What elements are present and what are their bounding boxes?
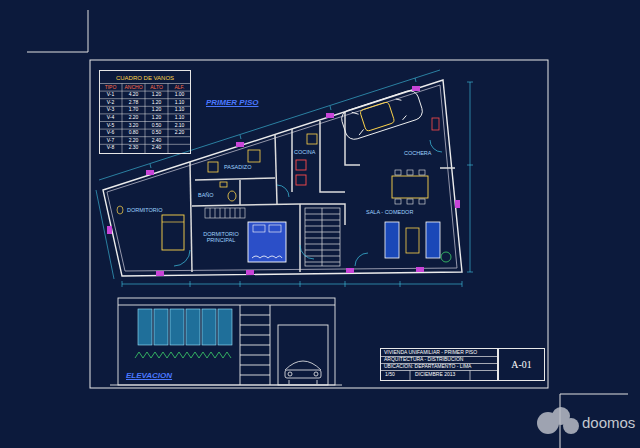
table-cell: 1.10: [168, 115, 191, 121]
title-block-text: ARQUITECTURA - DISTRIBUCION: [384, 356, 494, 363]
table-cell: 2.20: [122, 138, 145, 144]
room-name: DORMITORIO PRINCIPAL: [198, 231, 244, 244]
table-cell: 2.30: [122, 145, 145, 151]
table-cell: 2.78: [122, 100, 145, 106]
room-name: PASADIZO: [224, 164, 251, 170]
room-name: COCHERA: [404, 150, 432, 156]
table-cell: ALF.: [168, 85, 191, 91]
table-cell: V-1: [99, 92, 122, 98]
elevation-title: ELEVACION: [126, 371, 172, 380]
table-title: CUADRO DE VANOS: [102, 72, 188, 84]
table-cell: 1.20: [145, 92, 168, 98]
sheet-number: A-01: [499, 349, 544, 380]
table-cell: 1.10: [168, 107, 191, 113]
date-text: DICIEMBRE 2013: [415, 372, 455, 378]
table-cell: 4.20: [122, 92, 145, 98]
room-name: BAÑO: [198, 192, 214, 198]
table-cell: V-3: [99, 107, 122, 113]
table-cell: 2.20: [168, 130, 191, 136]
table-cell: V-4: [99, 115, 122, 121]
table-cell: 3.20: [122, 123, 145, 129]
sheet-number-box: A-01: [498, 348, 545, 381]
table-cell: 1.00: [168, 92, 191, 98]
table-cell: ALTO: [145, 85, 168, 91]
room-name: DORMITORIO: [127, 207, 163, 213]
table-cell: 0.80: [122, 130, 145, 136]
table-cell: 2.40: [145, 138, 168, 144]
table-cell: TIPO: [99, 85, 122, 91]
table-cell: ANCHO: [122, 85, 145, 91]
table-cell: 2.20: [122, 115, 145, 121]
table-cell: 2.10: [168, 123, 191, 129]
title-block-text: VIVIENDA UNIFAMILIAR - PRIMER PISO: [384, 349, 494, 356]
scale-text: 1/50: [385, 372, 395, 378]
table-cell: 0.50: [145, 130, 168, 136]
table-cell: 1.20: [145, 115, 168, 121]
table-cell: V-7: [99, 138, 122, 144]
table-cell: 0.50: [145, 123, 168, 129]
table-cell: 1.20: [145, 100, 168, 106]
table-cell: 1.10: [168, 100, 191, 106]
table-cell: 1.70: [122, 107, 145, 113]
title-block-text: UBICACION: DEPARTAMENTO - LIMA: [384, 363, 494, 370]
table-cell: V-6: [99, 130, 122, 136]
plan-title: PRIMER PISO: [206, 98, 258, 107]
table-cell: 1.20: [145, 107, 168, 113]
room-name: COCINA: [294, 149, 315, 155]
table-cell: 2.40: [145, 145, 168, 151]
watermark: doomos: [582, 414, 635, 431]
table-cell: V-5: [99, 123, 122, 129]
table-cell: V-8: [99, 145, 122, 151]
room-name: SALA - COMEDOR: [366, 209, 413, 215]
table-cell: V-2: [99, 100, 122, 106]
